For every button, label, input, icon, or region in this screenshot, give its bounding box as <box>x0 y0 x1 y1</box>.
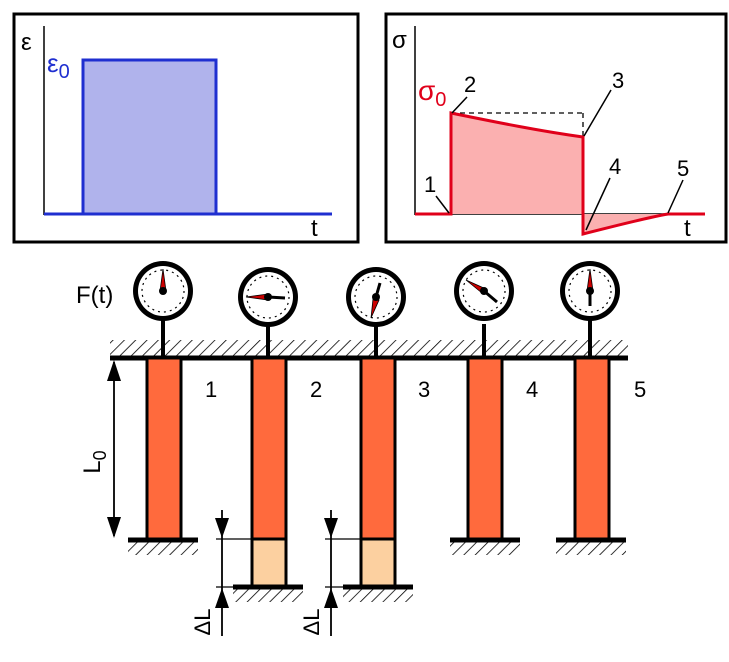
strain-level-label: ε0 <box>47 48 70 83</box>
force-gauge-5 <box>560 261 620 358</box>
elongation-1-label: ΔL <box>190 609 215 636</box>
strain-panel: ε ε0 t <box>12 12 360 244</box>
stress-axis-label: σ <box>392 27 407 54</box>
force-gauge-3 <box>346 267 406 358</box>
top-support-hatch <box>110 340 628 358</box>
stress-point-2-label: 2 <box>464 72 476 97</box>
experiment-setup: F(t) 1 L0 <box>76 261 646 636</box>
stress-level-subscript: 0 <box>435 89 446 111</box>
specimen-1: 1 <box>128 261 217 555</box>
strain-level-symbol: ε <box>47 48 59 78</box>
specimen-4: 4 <box>450 261 538 555</box>
stress-recovery-area <box>583 214 668 234</box>
stress-level-symbol: σ <box>418 75 435 106</box>
stress-relaxation-area <box>451 113 583 214</box>
specimen-3: 3 <box>343 267 430 602</box>
stress-time-label: t <box>684 215 691 242</box>
stress-point-3-label: 3 <box>612 68 624 93</box>
elongation-2-label: ΔL <box>299 609 324 636</box>
stress-curve <box>415 111 705 236</box>
specimen-1-label: 1 <box>205 377 217 402</box>
specimen-3-rod <box>359 356 397 541</box>
length-dimension: L0 <box>79 360 121 538</box>
strain-level-subscript: 0 <box>59 61 70 83</box>
stress-point-5-label: 5 <box>677 156 689 181</box>
specimen-2: 2 <box>233 267 322 602</box>
specimen-2-base-hatch <box>233 587 303 602</box>
stress-point-4-label: 4 <box>609 154 621 179</box>
stress-point-3-leader <box>583 89 612 137</box>
stress-point-2-leader <box>451 96 468 114</box>
strain-axis-label: ε <box>21 29 32 56</box>
specimen-2-elongation <box>250 537 288 588</box>
specimen-4-base-hatch <box>450 540 520 555</box>
length-label: L0 <box>79 450 110 473</box>
stress-panel: σ σ0 t 1 2 3 4 5 <box>384 12 728 244</box>
elongation-dimension-2: ΔL <box>299 510 361 636</box>
stress-point-1-label: 1 <box>424 172 436 197</box>
specimen-3-label: 3 <box>418 377 430 402</box>
length-symbol: L <box>79 460 106 473</box>
force-gauge-4 <box>454 261 514 358</box>
length-arrow-top <box>107 360 121 381</box>
strain-step-area <box>81 58 218 216</box>
length-subscript: 0 <box>90 450 110 460</box>
elongation-2-arrow-up <box>324 588 338 608</box>
length-arrow-bottom <box>107 517 121 538</box>
elongation-1-arrow-up <box>215 588 229 608</box>
specimen-5-rod <box>573 356 611 541</box>
stress-point-4-leader <box>585 177 611 231</box>
elongation-1-arrow-down <box>215 518 229 538</box>
elongation-dimension-1: ΔL <box>190 510 252 636</box>
specimen-1-base-hatch <box>128 540 198 555</box>
specimen-2-rod <box>250 356 288 541</box>
force-gauge-1 <box>133 261 193 358</box>
specimen-5: 5 <box>556 261 646 555</box>
stress-point-1-leader <box>435 195 450 214</box>
specimen-3-elongation <box>359 537 397 588</box>
specimen-2-label: 2 <box>310 377 322 402</box>
force-gauge-2 <box>238 267 298 358</box>
elongation-2-arrow-down <box>324 518 338 538</box>
specimen-5-base-hatch <box>556 540 626 555</box>
stress-point-5-leader <box>667 179 684 214</box>
strain-time-label: t <box>311 215 318 242</box>
specimen-3-base-hatch <box>343 587 413 602</box>
force-label: F(t) <box>76 282 113 309</box>
specimen-4-rod <box>466 356 504 541</box>
specimen-1-rod <box>145 356 183 541</box>
stress-level-label: σ0 <box>418 75 446 111</box>
specimen-5-label: 5 <box>634 377 646 402</box>
specimen-4-label: 4 <box>526 377 538 402</box>
